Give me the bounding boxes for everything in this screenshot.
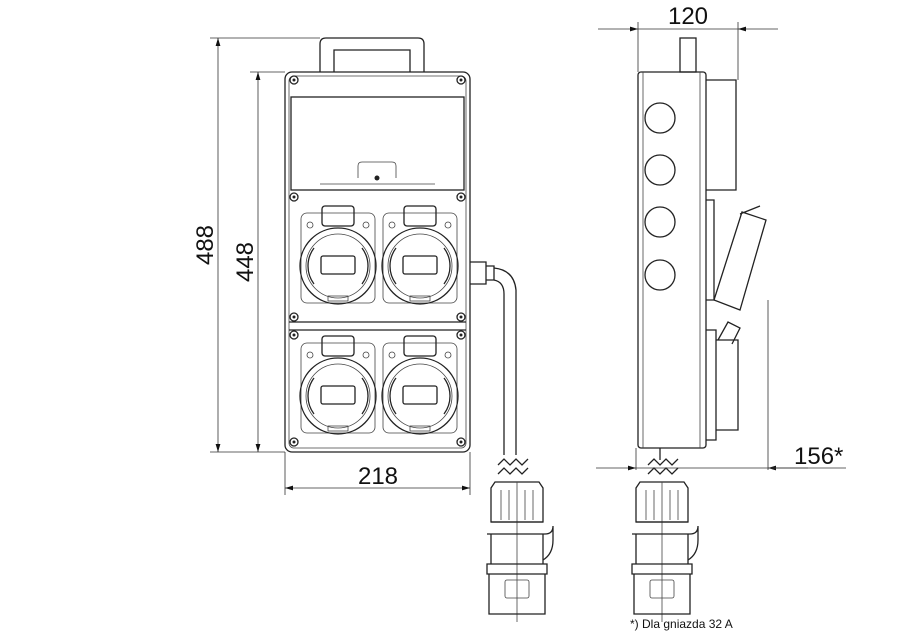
plug-side: [631, 481, 699, 623]
dimension-120: 120: [598, 3, 778, 80]
socket-1: [299, 205, 377, 305]
svg-text:488: 488: [192, 225, 219, 265]
svg-text:448: 448: [232, 242, 259, 282]
side-body: [637, 71, 707, 449]
dimension-488: 488: [192, 37, 320, 453]
side-view: [631, 37, 767, 623]
carry-handle: [319, 37, 425, 72]
footnote: *) Dla gniazda 32 A: [630, 617, 733, 631]
socket-2: [381, 205, 459, 305]
front-view: [284, 37, 554, 623]
cable-gland: [470, 261, 495, 285]
cable: [493, 267, 517, 455]
enclosure-body: [284, 71, 471, 453]
plug-front: [486, 481, 554, 623]
socket-3: [299, 335, 377, 435]
socket-4: [381, 335, 459, 435]
dimension-156: 156*: [596, 300, 846, 471]
dimension-448: 448: [232, 71, 285, 452]
dimension-218: 218: [284, 452, 471, 495]
svg-text:120: 120: [668, 3, 708, 30]
svg-text:156*: 156*: [794, 443, 843, 470]
breaker-window: [290, 96, 465, 191]
svg-text:218: 218: [358, 463, 398, 490]
